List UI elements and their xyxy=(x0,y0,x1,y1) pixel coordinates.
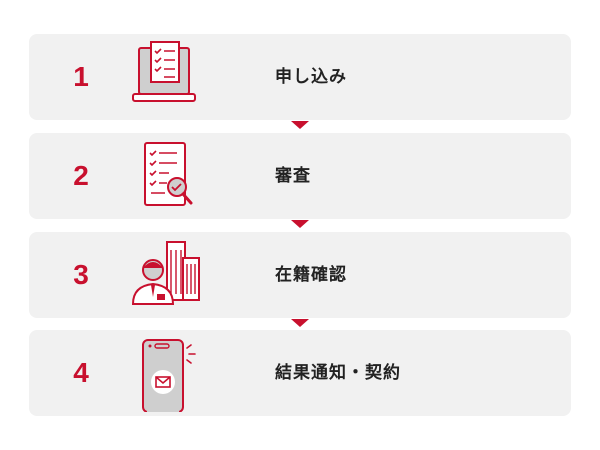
process-steps: 1 申し込み 2 審査 3 xyxy=(29,0,571,450)
step-label: 結果通知・契約 xyxy=(275,363,401,383)
step-number: 3 xyxy=(73,259,89,290)
step-4: 4 結果通知・契約 xyxy=(29,330,571,416)
flow-arrow-down-icon xyxy=(291,121,309,129)
step-3: 3 在籍確認 xyxy=(29,232,571,318)
step-label: 申し込み xyxy=(275,67,347,87)
step-number: 4 xyxy=(73,357,89,388)
step-2: 2 審査 xyxy=(29,133,571,219)
laptop-form-icon xyxy=(125,38,205,116)
flow-arrow-down-icon xyxy=(291,319,309,327)
step-label: 在籍確認 xyxy=(275,265,347,285)
office-worker-icon xyxy=(125,236,205,314)
step-1: 1 申し込み xyxy=(29,34,571,120)
document-review-icon xyxy=(125,137,205,215)
phone-mail-icon xyxy=(125,334,205,412)
step-number: 1 xyxy=(73,61,89,92)
step-number: 2 xyxy=(73,160,89,191)
step-label: 審査 xyxy=(275,166,311,186)
flow-arrow-down-icon xyxy=(291,220,309,228)
